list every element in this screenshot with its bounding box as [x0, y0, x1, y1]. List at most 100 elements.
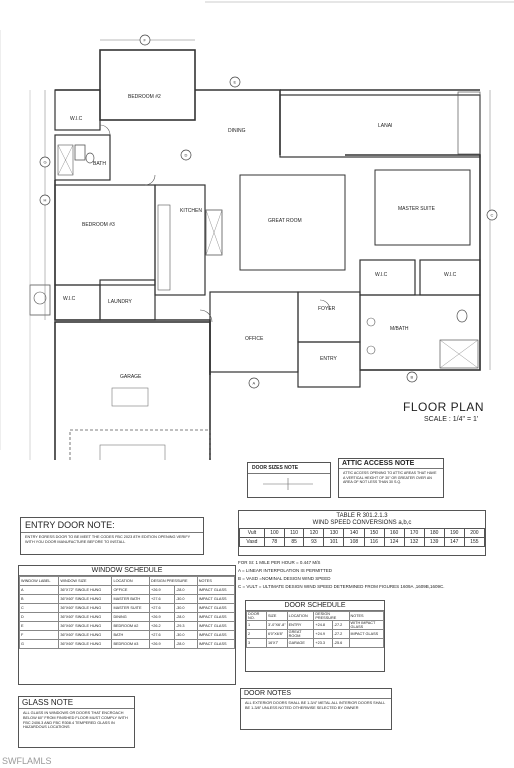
table-cell: BEDROOM #3: [111, 639, 151, 649]
wind-cell: 100: [263, 528, 285, 538]
wind-cell: 120: [303, 528, 325, 538]
table-cell: BEDROOM #2: [111, 621, 151, 631]
door-notes-body: ALL EXTERIOR DOORS SHALL BE 1-3/4" METAL…: [245, 701, 386, 710]
room-label-lanai: LANAI: [378, 123, 392, 129]
table-cell: IMPACT GLASS: [196, 630, 236, 640]
table-cell: 3: [246, 638, 267, 648]
table-cell: +26.9: [149, 585, 175, 595]
table-cell: F: [18, 630, 60, 640]
wind-cell: 180: [423, 528, 445, 538]
window-marker-g: G: [39, 156, 51, 168]
wind-row-vult: Vult 100 110 120 130 140 150 160 170 180…: [239, 528, 486, 538]
wind-cell: 190: [443, 528, 465, 538]
room-label-mbath: M/BATH: [390, 326, 409, 332]
column-header: NOTES: [348, 611, 384, 621]
watermark: SWFLAMLS: [2, 756, 52, 766]
table-row: D 36"X60" SINGLE HUNG DINING +26.9 -28.0…: [18, 612, 236, 622]
table-cell: 36"X60" SINGLE HUNG: [58, 621, 113, 631]
svg-text:D: D: [185, 153, 188, 158]
wind-cell: 110: [283, 528, 305, 538]
table-cell: -30.0: [173, 603, 198, 613]
wind-cell: 155: [463, 537, 486, 547]
entry-outline: [297, 341, 361, 388]
table-cell: +27.6: [149, 594, 175, 604]
wind-cell: 130: [323, 528, 345, 538]
room-label-laundry: LAUNDRY: [108, 299, 132, 305]
floor-plan-scale: SCALE : 1/4" = 1': [424, 416, 479, 423]
room-label-great-room: GREAT ROOM: [268, 218, 302, 224]
window-marker-e: E: [229, 76, 241, 88]
table-cell: -30.0: [173, 630, 198, 640]
bath-outline: [54, 134, 111, 181]
table-cell: 36"X60" SINGLE HUNG: [58, 594, 113, 604]
table-cell: G: [18, 639, 60, 649]
table-cell: -28.0: [173, 639, 198, 649]
svg-text:F: F: [144, 38, 147, 43]
column-header: DOOR NO.: [246, 611, 267, 621]
room-label-garage: GARAGE: [120, 374, 142, 380]
room-label-bedroom2: BEDROOM #2: [128, 94, 161, 100]
svg-text:G: G: [44, 160, 47, 165]
window-marker-c: C: [486, 209, 498, 221]
table-cell: IMPACT GLASS: [196, 639, 236, 649]
bedroom3-outline: [54, 184, 156, 286]
floor-plan-title: FLOOR PLAN: [403, 400, 485, 414]
window-marker-d: D: [180, 149, 192, 161]
door-notes: DOOR NOTES ALL EXTERIOR DOORS SHALL BE 1…: [240, 688, 392, 730]
table-cell: 16'X7': [265, 638, 288, 648]
glass-note-title: GLASS NOTE: [19, 697, 134, 709]
window-marker-a: A: [248, 377, 260, 389]
table-cell: OFFICE: [111, 585, 151, 595]
room-label-bath: BATH: [93, 161, 106, 167]
attic-note-body: ATTIC ACCESS OPENING TO ATTIC AREAS THAT…: [343, 471, 437, 485]
table-cell: ENTRY: [286, 620, 315, 630]
room-label-kitchen: KITCHEN: [180, 208, 202, 214]
table-row: C 36"X60" SINGLE HUNG MASTER SUITE +27.6…: [18, 603, 236, 613]
entry-door-note-title: ENTRY DOOR NOTE:: [21, 518, 203, 533]
entry-door-note: ENTRY DOOR NOTE: ENTRY EGRESS DOOR TO BE…: [20, 517, 204, 555]
table-row: G 36"X60" SINGLE HUNG BEDROOM #3 +26.9 -…: [18, 639, 236, 649]
wind-note: FOR SI: 1 MILE PER HOUR = 0.447 M/S: [238, 560, 321, 565]
great-room-outline: [239, 174, 346, 271]
wind-row-label: Vult: [239, 528, 265, 538]
wind-note: a = LINEAR INTERPOLATION IS PERMITTED: [238, 568, 333, 573]
wind-note: c = Vult = ULTIMATE DESIGN WIND SPEED DE…: [238, 584, 445, 589]
entry-door-note-body: ENTRY EGRESS DOOR TO BE MEET THE CODES F…: [25, 535, 191, 544]
room-label-wic2: W.I.C: [63, 296, 76, 302]
attic-note-title: ATTIC ACCESS NOTE: [339, 459, 443, 469]
door-schedule: DOOR SCHEDULE DOOR NO. SIZE LOCATION DES…: [245, 600, 385, 672]
window-schedule: WINDOW SCHEDULE WINDOW LABEL WINDOW SIZE…: [18, 565, 236, 685]
table-cell: +24.9: [313, 629, 333, 639]
table-cell: +26.9: [149, 612, 175, 622]
table-cell: GREAT ROOM: [286, 629, 315, 639]
column-header: DESIGN PRESSURE: [313, 611, 350, 621]
table-row: 3 16'X7' GARAGE +23.3 -25.6: [246, 638, 384, 648]
table-cell: DINING: [111, 612, 151, 622]
table-cell: 36"X72" SINGLE HUNG: [58, 585, 113, 595]
wind-note: b = Vasd =NOMINAL DESIGN WIND SPEED: [238, 576, 331, 581]
table-cell: 2: [246, 629, 267, 639]
table-cell: +26.2: [149, 621, 175, 631]
table-cell: BATH: [111, 630, 151, 640]
door-sizes-note: DOOR SIZES NOTE: [247, 462, 331, 498]
table-cell: IMPACT GLASS: [196, 603, 236, 613]
room-label-bedroom3: BEDROOM #3: [82, 222, 115, 228]
wind-speed-table: TABLE R 301.2.1.3 WIND SPEED CONVERSIONS…: [238, 510, 486, 556]
mbath-outline: [359, 294, 481, 371]
wind-table-subtitle: WIND SPEED CONVERSIONS a,b,c: [312, 520, 412, 526]
wind-cell: 132: [403, 537, 425, 547]
table-row: F 36"X60" SINGLE HUNG BATH +27.6 -30.0 I…: [18, 630, 236, 640]
wind-cell: 200: [463, 528, 486, 538]
table-cell: C: [18, 603, 60, 613]
table-cell: GARAGE: [286, 638, 315, 648]
table-row: 1 3'-0"X6'-8" ENTRY +24.8 -27.2 WITH IMP…: [246, 620, 384, 630]
wind-cell: 93: [303, 537, 325, 547]
wind-table-title: TABLE R 301.2.1.3: [336, 513, 388, 519]
foyer-outline: [297, 291, 361, 343]
wind-cell: 101: [323, 537, 345, 547]
wind-cell: 139: [423, 537, 445, 547]
wind-cell: 78: [263, 537, 285, 547]
table-cell: 6'0"X6'8": [265, 629, 288, 639]
window-schedule-header: WINDOW LABEL WINDOW SIZE LOCATION DESIGN…: [18, 576, 236, 586]
table-cell: +24.8: [313, 620, 333, 630]
